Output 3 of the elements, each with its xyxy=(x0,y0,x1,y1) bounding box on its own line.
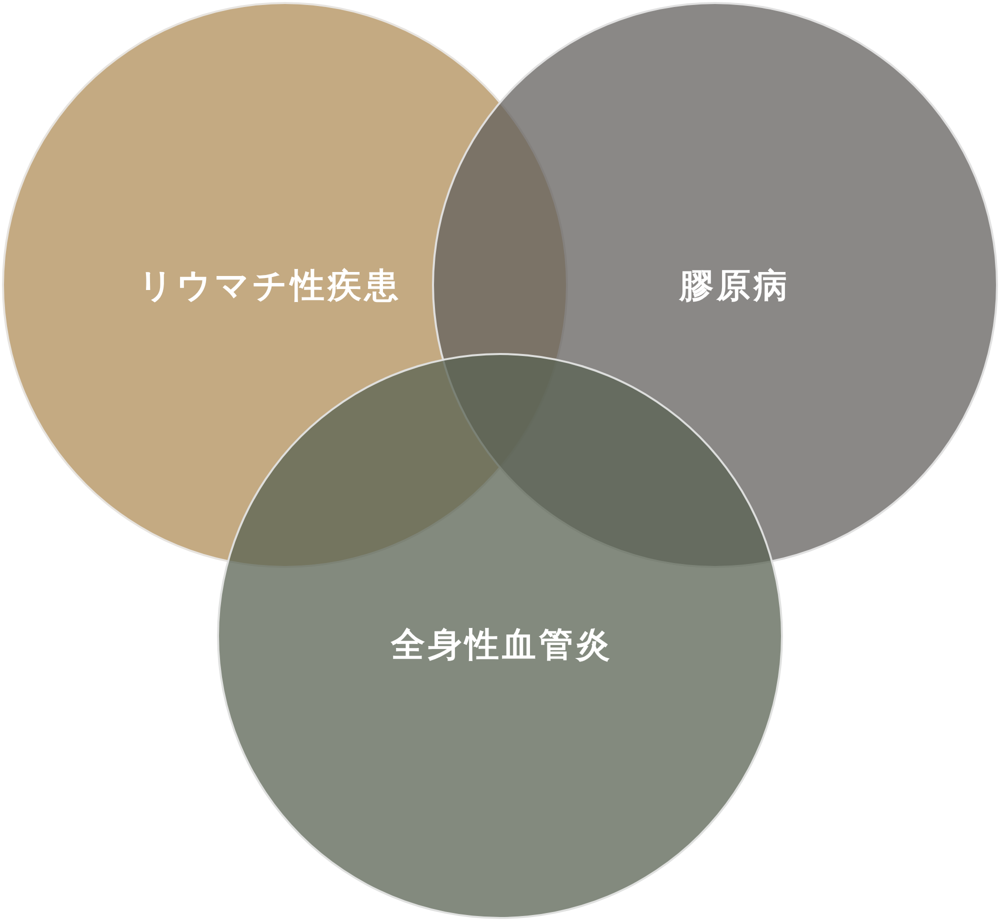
circle-label: 膠原病 xyxy=(680,265,790,308)
circle-label: リウマチ性疾患 xyxy=(138,265,402,308)
circle-label: 全身性血管炎 xyxy=(391,624,613,667)
